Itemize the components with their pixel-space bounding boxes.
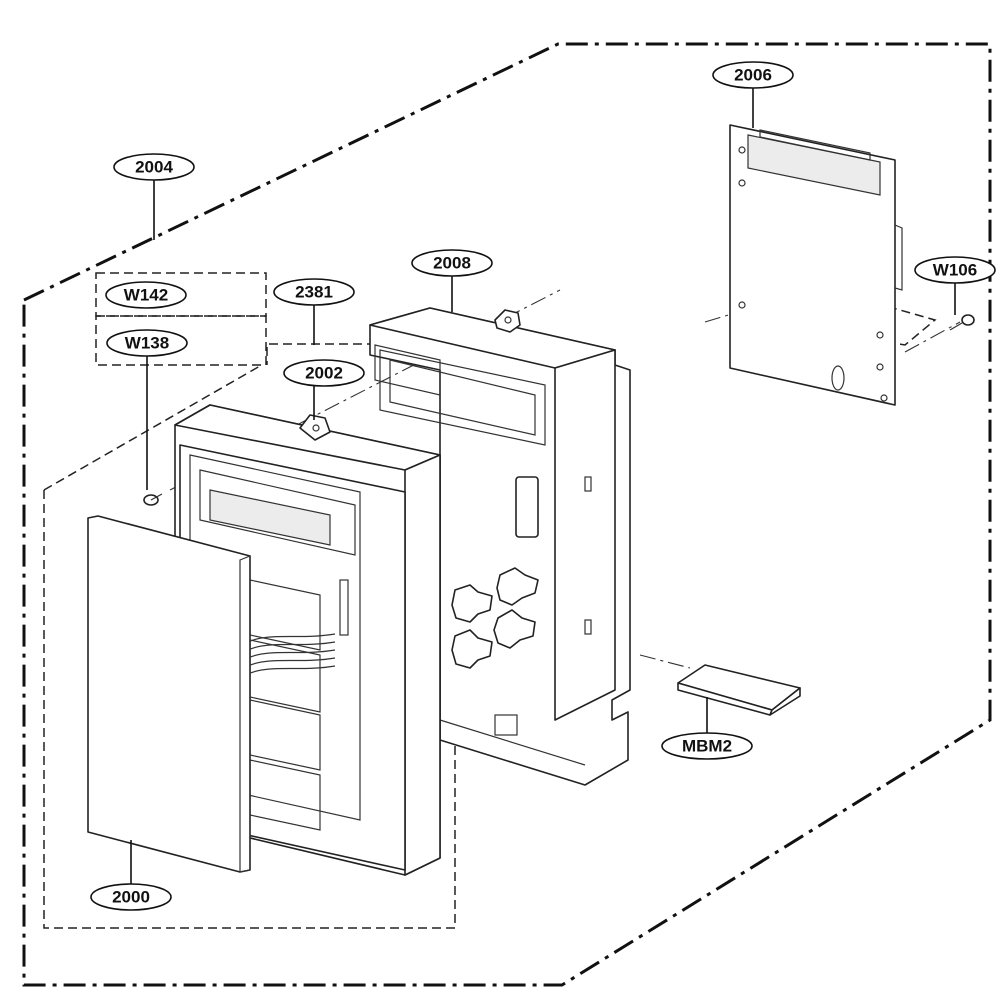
part-mbm2 [677,664,801,716]
screw-group-box-w138 [95,315,267,366]
callout-2000-label: 2000 [112,888,150,907]
ribbon-cable [247,633,336,675]
part-2006-pcb [729,124,903,406]
callout-mbm2: MBM2 [661,732,753,760]
part-2000-front-panel [87,515,251,873]
assembly-boundary-2004 [22,42,992,987]
callout-2004: 2004 [113,153,195,181]
callout-w142: W142 [105,281,187,309]
part-2008-housing [369,307,631,786]
callout-2002-label: 2002 [305,364,343,383]
callout-2006-label: 2006 [734,66,772,85]
callout-2381: 2381 [273,278,355,306]
callout-w138: W138 [106,329,188,357]
callout-2006: 2006 [712,61,794,89]
callout-2000: 2000 [90,883,172,911]
callout-2008-label: 2008 [433,254,471,273]
callout-2002: 2002 [283,359,365,387]
callout-2008: 2008 [411,249,493,277]
callout-w106-label: W106 [933,261,977,280]
callout-2381-label: 2381 [295,283,333,302]
screw-w106-icon [949,314,975,331]
screw-w138-icon [143,493,163,506]
callout-2004-label: 2004 [135,158,173,177]
callout-mbm2-label: MBM2 [682,737,732,756]
callout-w138-label: W138 [125,334,169,353]
callout-w142-label: W142 [124,286,168,305]
callout-w106: W106 [914,256,996,284]
